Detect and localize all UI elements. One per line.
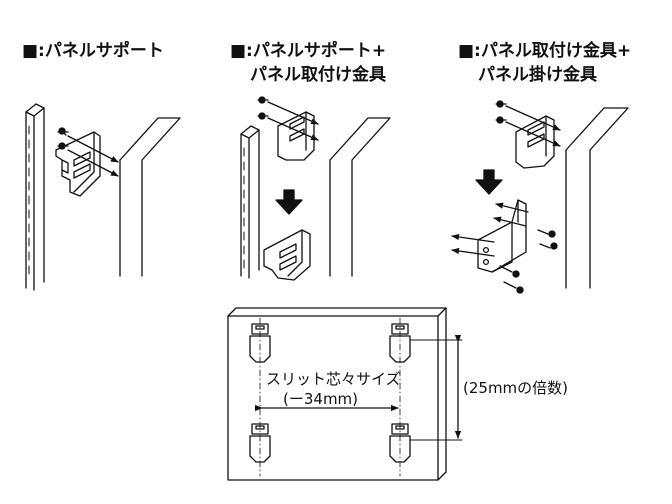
support-with-fitting-figure <box>240 96 391 281</box>
down-arrow-3 <box>475 169 503 195</box>
slit-pitch-label: スリット芯々サイズ <box>266 370 401 388</box>
title-support-plus-fitting: ■:パネルサポート+ <box>230 41 387 61</box>
screws-2 <box>257 96 269 120</box>
insert-arrows <box>67 135 119 177</box>
screws-3 <box>495 100 507 124</box>
title-fitting-plus-hook: ■:パネル取付け金具+ <box>458 41 632 61</box>
support-bracket <box>55 131 101 197</box>
slotted-rail <box>25 103 45 291</box>
multiple-label: (25mmの倍数) <box>463 379 569 397</box>
fitting-bottom-right <box>389 423 411 463</box>
title-panel-support: ■:パネルサポート <box>22 41 164 61</box>
insert-arrows-2 <box>267 101 319 141</box>
hook-screws <box>499 229 558 294</box>
slotted-rail-2 <box>240 125 260 279</box>
board-outline <box>227 307 447 481</box>
fitting-with-hook-figure <box>451 100 629 294</box>
panel-support-figure <box>25 103 181 291</box>
down-arrow <box>275 189 303 215</box>
panel-layout-figure <box>227 307 463 481</box>
fitting-top-left <box>249 323 271 363</box>
title-support-plus-fitting-line2: パネル取付け金具 <box>250 65 386 85</box>
panel-board-3 <box>565 107 629 289</box>
fitting-plate-3 <box>515 115 555 169</box>
support-bracket-2 <box>263 229 311 281</box>
hook-arrows-left <box>451 202 529 257</box>
panel-board <box>119 117 181 277</box>
title-fitting-plus-hook-line2: パネル掛け金具 <box>478 65 597 85</box>
insert-arrows-3 <box>505 105 561 147</box>
center-lines <box>259 317 401 477</box>
fitting-bottom-left <box>249 423 271 463</box>
fitting-top-right <box>389 323 411 363</box>
vertical-dimension <box>409 334 463 441</box>
slit-pitch-value: (ー34mm) <box>283 390 359 408</box>
screws <box>57 127 69 150</box>
hook-bracket <box>477 199 527 273</box>
panel-board-2 <box>329 117 391 277</box>
